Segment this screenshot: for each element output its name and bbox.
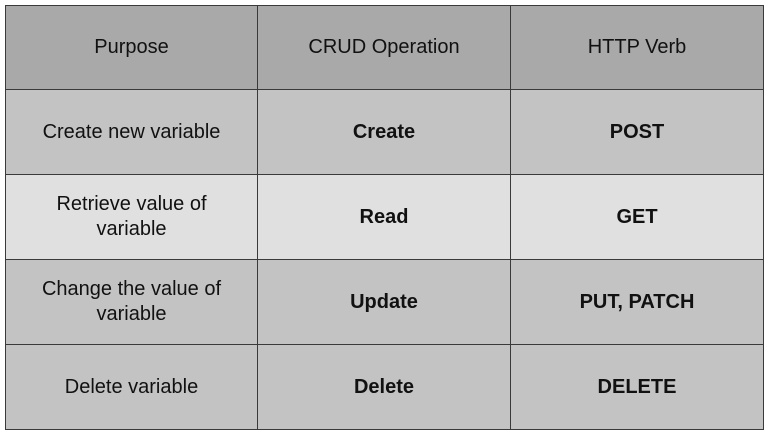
verb-cell: POST <box>510 89 764 175</box>
verb-cell: GET <box>510 174 764 260</box>
header-crud-operation: CRUD Operation <box>257 5 511 90</box>
header-purpose: Purpose <box>5 5 258 90</box>
verb-cell: PUT, PATCH <box>510 259 764 345</box>
operation-cell: Delete <box>257 344 511 430</box>
crud-http-table: Purpose CRUD Operation HTTP Verb Create … <box>5 5 764 430</box>
table-row: Retrieve value of variable Read GET <box>5 174 764 260</box>
operation-cell: Read <box>257 174 511 260</box>
verb-cell: DELETE <box>510 344 764 430</box>
table-row: Delete variable Delete DELETE <box>5 344 764 430</box>
header-http-verb: HTTP Verb <box>510 5 764 90</box>
purpose-cell: Change the value of variable <box>5 259 258 345</box>
table-row: Create new variable Create POST <box>5 89 764 175</box>
operation-cell: Update <box>257 259 511 345</box>
purpose-cell: Create new variable <box>5 89 258 175</box>
table-header-row: Purpose CRUD Operation HTTP Verb <box>5 5 764 90</box>
operation-cell: Create <box>257 89 511 175</box>
table-row: Change the value of variable Update PUT,… <box>5 259 764 345</box>
purpose-cell: Retrieve value of variable <box>5 174 258 260</box>
purpose-cell: Delete variable <box>5 344 258 430</box>
